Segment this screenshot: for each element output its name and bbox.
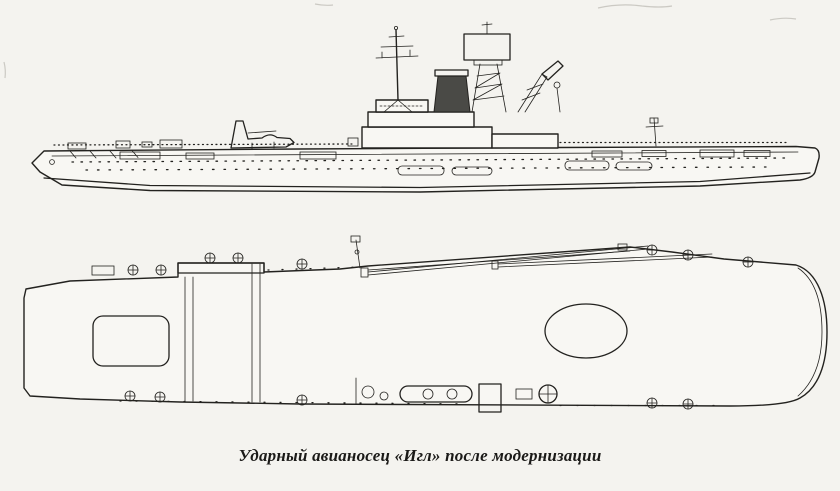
deck-plan-view [23, 235, 828, 413]
forward-sponson-block [177, 262, 265, 274]
bow-girders [69, 150, 139, 159]
hatched-sponson [478, 383, 502, 413]
aft-island-block [491, 133, 559, 149]
hull [31, 145, 820, 193]
waterline [43, 172, 811, 189]
ships-boats [397, 160, 653, 176]
anchor [49, 159, 55, 165]
foremast [375, 25, 419, 113]
forward-lift [92, 315, 170, 367]
whip-aerial-rod-1 [360, 245, 649, 278]
scan-artifacts [3, 3, 797, 79]
island-superstructure [347, 99, 559, 149]
figure-caption: Ударный авианосец «Игл» после модернизац… [238, 446, 602, 465]
flight-deck-outline [23, 246, 828, 407]
plan-radar-circle [538, 384, 558, 404]
deck-railing-forward [53, 143, 353, 146]
whip-aerial-rod-2 [491, 253, 713, 270]
aft-crane [517, 60, 564, 113]
bow-fitting [91, 265, 115, 276]
aircraft-silhouette [230, 120, 295, 150]
deck-edge-fitting [617, 243, 628, 251]
side-profile-view [31, 21, 820, 193]
stern-rounddown-line [797, 267, 823, 397]
aft-mast [645, 117, 664, 147]
island-footprint [355, 377, 558, 413]
aft-lift [544, 303, 628, 359]
hangar-deck-line [51, 151, 799, 157]
type-984-radar [463, 33, 511, 61]
angled-deck-edge [367, 250, 631, 271]
boat-crane [350, 235, 361, 269]
barrier-lines [184, 263, 261, 403]
radar-lattice-tower [463, 21, 511, 113]
edge-ticks-top [267, 266, 361, 271]
hull-sponsons [67, 139, 771, 160]
gun-director [347, 137, 359, 147]
funnel [433, 69, 471, 113]
